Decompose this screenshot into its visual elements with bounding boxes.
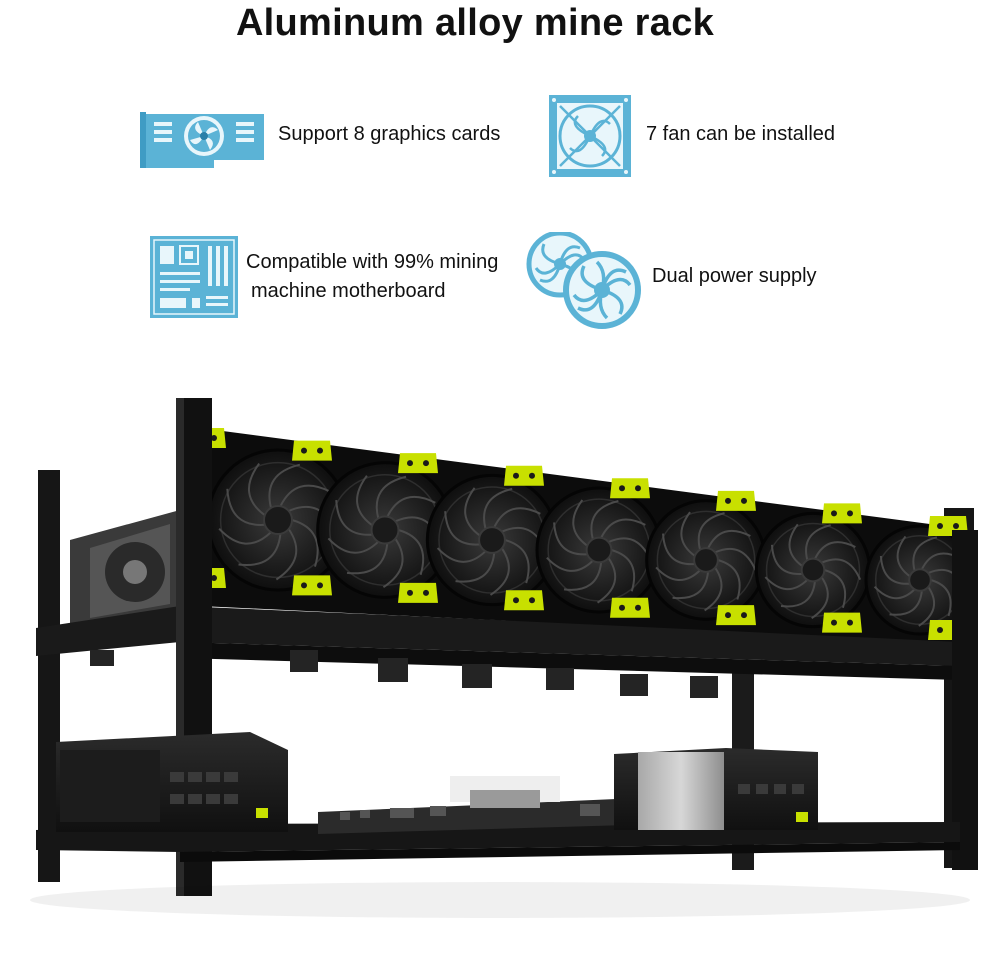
upper-shelf	[36, 606, 960, 666]
bracket-screw	[619, 604, 625, 611]
motherboard-icon	[150, 236, 238, 323]
bracket-screw	[725, 612, 731, 619]
bracket-screw	[529, 472, 535, 479]
fan-bracket	[398, 582, 438, 603]
dual-fan-icon	[526, 230, 644, 335]
bracket-screw	[423, 589, 429, 596]
feature-text-power-supply: Dual power supply	[652, 265, 817, 287]
bracket-screw	[301, 447, 307, 454]
bracket-screw	[423, 460, 429, 467]
fan-bracket	[292, 440, 332, 461]
case-fan	[645, 499, 767, 621]
bracket-screw	[529, 597, 535, 604]
bracket-screw	[317, 582, 323, 589]
case-fan	[316, 461, 454, 599]
case-fan	[754, 511, 872, 629]
frame-post-back-left	[38, 470, 60, 882]
bracket-screw	[741, 612, 747, 619]
bracket-screw	[831, 619, 837, 626]
bracket-screw	[725, 497, 731, 504]
bracket-screw	[937, 627, 943, 633]
fan-bracket	[822, 503, 862, 524]
feature-text-motherboard-line1: Compatible with 99% mining	[246, 251, 499, 273]
bracket-screw	[619, 485, 625, 492]
fan-bracket	[398, 453, 438, 474]
fan-icon	[548, 94, 632, 183]
fan-bracket	[610, 478, 650, 499]
fan-bracket	[610, 597, 650, 618]
bracket-screw	[847, 510, 853, 517]
bracket-screw	[513, 472, 519, 479]
bracket-screw	[635, 485, 641, 492]
fan-bracket	[822, 612, 862, 633]
graphics-card-icon	[140, 108, 268, 175]
graphics-card	[70, 510, 180, 630]
fan-row	[186, 428, 976, 642]
bracket-screw	[301, 582, 307, 589]
fan-bracket	[292, 575, 332, 596]
fan-bracket	[716, 490, 756, 511]
bracket-screw	[831, 510, 837, 517]
motherboard	[318, 776, 662, 834]
bracket-screw	[513, 597, 519, 604]
bracket-screw	[635, 604, 641, 611]
feature-text-graphics-cards: Support 8 graphics cards	[278, 123, 501, 145]
bracket-screw	[741, 497, 747, 504]
bracket-screw	[407, 589, 413, 596]
bracket-screw	[211, 435, 217, 441]
bracket-screw	[937, 523, 943, 529]
case-fan	[425, 473, 559, 607]
power-supply-left	[56, 732, 288, 832]
case-fan	[864, 524, 976, 636]
feature-text-fans: 7 fan can be installed	[646, 123, 836, 145]
feature-text-motherboard-line2: machine motherboard	[251, 280, 446, 302]
fan-bracket	[716, 605, 756, 626]
bracket-screw	[317, 447, 323, 454]
power-supply-right	[614, 748, 818, 830]
bracket-screw	[407, 460, 413, 467]
fan-bracket	[504, 590, 544, 611]
bracket-screw	[847, 619, 853, 626]
bracket-screw	[953, 523, 959, 529]
frame-post-front-right	[952, 530, 978, 870]
bracket-screw	[211, 575, 217, 581]
case-fan	[535, 486, 663, 614]
fan-bracket	[504, 465, 544, 486]
mining-rig-photo	[0, 380, 1001, 953]
page-title: Aluminum alloy mine rack	[235, 2, 715, 44]
feature-text-motherboard: Compatible with 99% mining machine mothe…	[246, 248, 498, 306]
